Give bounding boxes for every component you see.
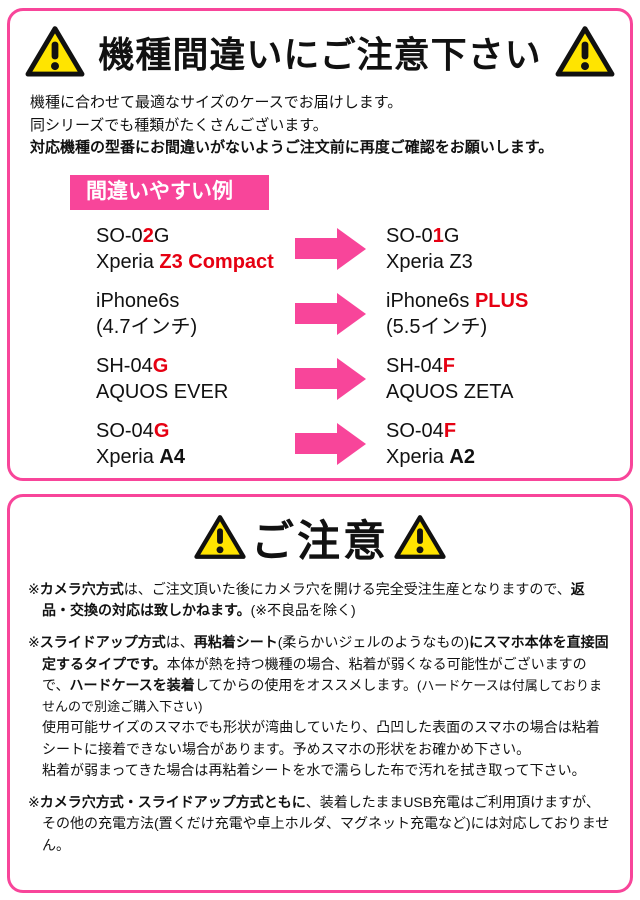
wrong-model: SH-04G AQUOS EVER xyxy=(96,353,291,405)
model-name: (4.7インチ) xyxy=(96,315,198,338)
intro-text: 機種に合わせて最適なサイズのケースでお届けします。 同シリーズでも種類がたくさん… xyxy=(30,92,610,160)
model-name: Xperia Z3 xyxy=(386,250,473,273)
correct-model: iPhone6s PLUS (5.5インチ) xyxy=(386,288,618,340)
model-code: SH-04G xyxy=(96,354,169,377)
examples-banner: 間違いやすい例 xyxy=(70,174,269,210)
model-name: Xperia A2 xyxy=(386,445,475,468)
banner-row: 間違いやすい例 xyxy=(22,160,618,210)
model-mistake-warning-panel: 機種間違いにご注意下さい 機種に合わせて最適なサイズのケースでお届けします。 同… xyxy=(7,8,633,481)
model-code: iPhone6s PLUS xyxy=(386,289,529,312)
page-title: 機種間違いにご注意下さい xyxy=(98,34,542,75)
note-camera-hole: ※カメラ穴方式は、ご注文頂いた後にカメラ穴を開ける完全受注生産となりますので、返… xyxy=(28,580,585,619)
model-name: Xperia Z3 Compact xyxy=(96,250,274,273)
warning-triangle-icon xyxy=(25,26,85,77)
caution-notes: ※カメラ穴方式は、ご注文頂いた後にカメラ穴を開ける完全受注生産となりますので、返… xyxy=(28,579,612,856)
caution-panel: ご注意 ※カメラ穴方式は、ご注文頂いた後にカメラ穴を開ける完全受注生産となります… xyxy=(7,493,633,893)
model-name: AQUOS ZETA xyxy=(386,380,514,403)
note-slide-up: ※スライドアップ方式は、再粘着シート(柔らかいジェルのようなもの)にスマホ本体を… xyxy=(28,634,609,778)
comparison-row-1: SO-02G Xperia Z3 Compact SO-01G Xperia Z… xyxy=(96,223,618,275)
right-arrow-icon xyxy=(291,368,386,390)
model-code: iPhone6s xyxy=(96,289,180,312)
wrong-model: iPhone6s (4.7インチ) xyxy=(96,288,291,340)
caution-title: ご注意 xyxy=(251,517,389,566)
right-arrow-icon xyxy=(291,238,386,260)
model-code: SO-02G xyxy=(96,224,170,247)
right-arrow-icon xyxy=(291,303,386,325)
comparison-row-2: iPhone6s (4.7インチ) iPhone6s PLUS (5.5インチ) xyxy=(96,288,618,340)
intro-line-3: 対応機種の型番にお間違いがないようご注文前に再度ご確認をお願いします。 xyxy=(30,139,554,156)
comparison-list: SO-02G Xperia Z3 Compact SO-01G Xperia Z… xyxy=(96,223,618,470)
warning-triangle-icon xyxy=(394,515,446,560)
comparison-row-3: SH-04G AQUOS EVER SH-04F AQUOS ZETA xyxy=(96,353,618,405)
comparison-row-4: SO-04G Xperia A4 SO-04F Xperia A2 xyxy=(96,418,618,470)
wrong-model: SO-04G Xperia A4 xyxy=(96,418,291,470)
model-name: AQUOS EVER xyxy=(96,380,229,403)
intro-line-1: 機種に合わせて最適なサイズのケースでお届けします。 xyxy=(30,94,403,111)
warning-triangle-icon xyxy=(555,26,615,77)
model-code: SH-04F xyxy=(386,354,455,377)
model-code: SO-01G xyxy=(386,224,460,247)
warning-triangle-icon xyxy=(194,515,246,560)
correct-model: SH-04F AQUOS ZETA xyxy=(386,353,618,405)
model-code: SO-04F xyxy=(386,419,457,442)
model-name: Xperia A4 xyxy=(96,445,185,468)
intro-line-2: 同シリーズでも種類がたくさんございます。 xyxy=(30,116,328,134)
model-name: (5.5インチ) xyxy=(386,315,488,338)
caution-title-row: ご注意 xyxy=(24,507,616,569)
wrong-model: SO-02G Xperia Z3 Compact xyxy=(96,223,291,275)
note-charging: ※カメラ穴方式・スライドアップ方式ともに、装着したままUSB充電はご利用頂けます… xyxy=(28,794,610,853)
correct-model: SO-01G Xperia Z3 xyxy=(386,223,618,275)
model-code: SO-04G xyxy=(96,419,170,442)
top-title-row: 機種間違いにご注意下さい xyxy=(22,21,618,79)
correct-model: SO-04F Xperia A2 xyxy=(386,418,618,470)
right-arrow-icon xyxy=(291,433,386,455)
